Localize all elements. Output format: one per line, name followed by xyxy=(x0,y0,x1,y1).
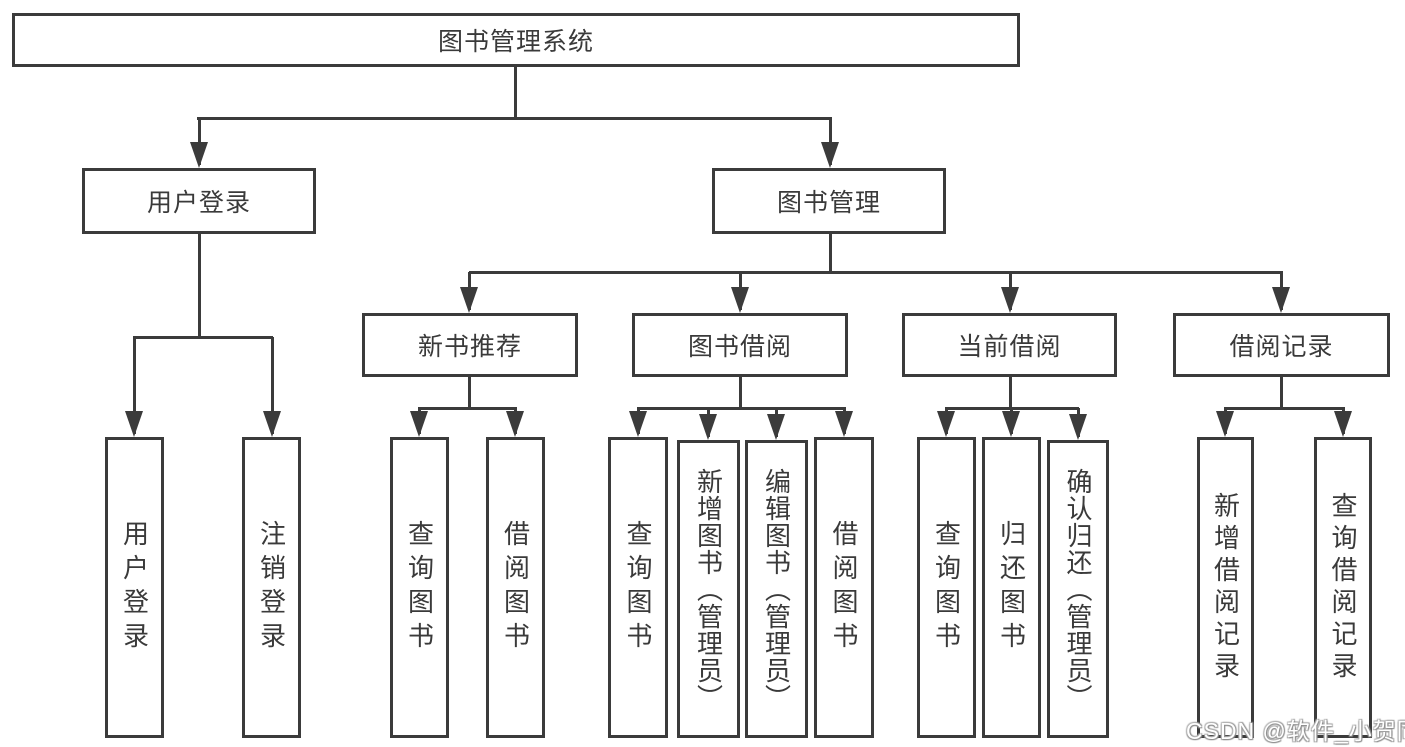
connector-line-vertical xyxy=(739,375,742,410)
node-book-borrowing: 图书借阅 xyxy=(632,313,848,377)
arrow-down-icon xyxy=(506,411,524,437)
arrow-down-icon xyxy=(460,287,478,313)
node-label: 编辑图书（管理员） xyxy=(761,467,792,711)
node-query-borrowing-record: 查询借阅记录 xyxy=(1314,437,1372,738)
connector-line-horizontal xyxy=(133,336,273,339)
arrow-down-icon xyxy=(937,411,955,437)
arrow-down-icon xyxy=(410,411,428,437)
node-label: 查询图书 xyxy=(931,519,962,656)
connector-line-vertical xyxy=(829,232,832,274)
node-add-book-admin: 新增图书（管理员） xyxy=(677,440,740,738)
node-label: 注销登录 xyxy=(256,519,287,656)
arrow-shaft xyxy=(198,118,201,165)
node-label: 借阅图书 xyxy=(500,519,531,656)
arrow-down-icon xyxy=(731,287,749,313)
arrow-down-icon xyxy=(767,414,785,440)
node-confirm-return-admin: 确认归还（管理员） xyxy=(1047,440,1109,738)
node-label: 查询图书 xyxy=(623,519,653,656)
node-library-management-system: 图书管理系统 xyxy=(12,13,1020,67)
node-label: 归还图书 xyxy=(996,519,1027,656)
arrow-down-icon xyxy=(1334,411,1352,437)
node-return-books: 归还图书 xyxy=(982,437,1041,738)
connector-line-vertical xyxy=(1009,375,1012,410)
node-logout: 注销登录 xyxy=(242,437,301,738)
arrow-down-icon xyxy=(263,411,281,437)
node-query-books-borrowing: 查询图书 xyxy=(608,437,668,738)
node-borrow-books-recommend: 借阅图书 xyxy=(486,437,545,738)
connector-line-vertical xyxy=(468,375,471,410)
arrow-down-icon xyxy=(629,411,647,437)
node-query-books-recommend: 查询图书 xyxy=(390,437,449,738)
node-label: 新增图书（管理员） xyxy=(693,467,724,711)
connector-line-vertical xyxy=(198,232,201,339)
connector-line-horizontal xyxy=(197,117,832,120)
node-label: 新增借阅记录 xyxy=(1210,491,1241,684)
connector-line-horizontal xyxy=(469,271,1283,274)
connector-line-horizontal xyxy=(418,407,517,410)
node-user-login-group: 用户登录 xyxy=(82,168,316,234)
node-label: 图书管理系统 xyxy=(437,28,594,56)
node-label: 查询图书 xyxy=(404,519,435,656)
arrow-down-icon xyxy=(190,142,208,168)
node-label: 用户登录 xyxy=(146,189,251,217)
node-label: 借阅图书 xyxy=(829,519,859,656)
arrow-down-icon xyxy=(835,411,853,437)
arrow-down-icon xyxy=(1069,414,1087,440)
arrow-shaft xyxy=(829,118,832,165)
arrow-down-icon xyxy=(1216,411,1234,437)
node-add-borrowing-record: 新增借阅记录 xyxy=(1197,437,1254,738)
node-query-books-current: 查询图书 xyxy=(917,437,976,738)
node-book-management: 图书管理 xyxy=(712,168,946,234)
connector-line-horizontal xyxy=(1224,407,1345,410)
arrow-shaft xyxy=(133,337,136,434)
node-label: 查询借阅记录 xyxy=(1328,491,1358,684)
node-edit-book-admin: 编辑图书（管理员） xyxy=(745,440,808,738)
node-label: 确认归还（管理员） xyxy=(1063,467,1093,711)
node-user-login: 用户登录 xyxy=(105,437,164,738)
node-label: 新书推荐 xyxy=(417,333,522,361)
connector-line-vertical xyxy=(1280,375,1283,410)
connector-line-horizontal xyxy=(637,407,846,410)
node-label: 用户登录 xyxy=(119,519,150,656)
arrow-down-icon xyxy=(125,411,143,437)
arrow-down-icon xyxy=(821,142,839,168)
node-label: 图书借阅 xyxy=(687,333,792,361)
node-current-borrowing: 当前借阅 xyxy=(902,313,1117,377)
arrow-shaft xyxy=(271,337,274,434)
arrow-down-icon xyxy=(1001,287,1019,313)
node-label: 当前借阅 xyxy=(957,333,1062,361)
node-borrow-books-borrowing: 借阅图书 xyxy=(814,437,874,738)
csdn-watermark: CSDN @软件_小贺同学 xyxy=(1186,718,1405,744)
connector-line-vertical xyxy=(514,65,517,120)
node-borrowing-records: 借阅记录 xyxy=(1173,313,1390,377)
node-label: 图书管理 xyxy=(776,189,881,217)
arrow-down-icon xyxy=(1002,411,1020,437)
node-new-book-recommendation: 新书推荐 xyxy=(362,313,578,377)
node-label: 借阅记录 xyxy=(1229,333,1334,361)
arrow-down-icon xyxy=(1272,287,1290,313)
arrow-down-icon xyxy=(699,414,717,440)
